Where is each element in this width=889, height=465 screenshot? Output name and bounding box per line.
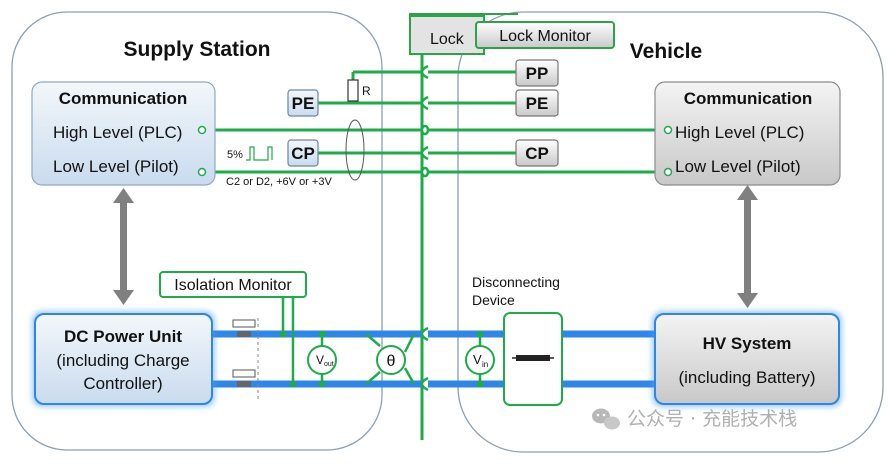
svg-text:CP: CP — [525, 144, 549, 163]
disconnecting-device-label-1: Disconnecting — [472, 274, 560, 290]
supply-station-outline — [11, 11, 383, 451]
resistor — [347, 79, 359, 102]
pwm-symbol — [246, 146, 273, 161]
station-communication-box — [31, 81, 216, 186]
station-high-level-label: High Level (PLC) — [53, 123, 182, 142]
dc-power-unit-label-2: (including Charge — [56, 351, 189, 370]
dc-power-unit-box — [34, 313, 213, 405]
svg-text:PE: PE — [526, 94, 549, 113]
v-in-subscript: in — [482, 360, 488, 369]
vehicle-low-level-label: Low Level (Pilot) — [675, 157, 801, 176]
lock-bracket — [409, 13, 518, 20]
power-lines — [205, 326, 660, 392]
v-out-subscript: out — [324, 361, 334, 368]
svg-text:PE: PE — [292, 94, 315, 113]
resistor-label: R — [362, 84, 371, 98]
dc-power-unit-label-1: DC Power Unit — [64, 327, 182, 346]
isolation-monitor-box — [159, 271, 307, 298]
station-low-level-label: Low Level (Pilot) — [53, 157, 179, 176]
supply-station-title: Supply Station — [124, 38, 271, 61]
station-contactors — [232, 318, 259, 400]
vehicle-communication-heading: Communication — [684, 89, 812, 108]
pin-cp-station: CP — [287, 139, 319, 167]
svg-text:PP: PP — [526, 64, 549, 83]
pin-cp-vehicle: CP — [515, 139, 559, 167]
lock-monitor-label: Lock Monitor — [499, 28, 591, 45]
isolation-monitor-label: Isolation Monitor — [174, 277, 292, 294]
hv-system-label-2: (including Battery) — [678, 368, 815, 387]
v-in-label: V — [473, 352, 482, 367]
vehicle-outline — [457, 11, 884, 453]
vehicle-communication-box — [654, 81, 841, 186]
vehicle-high-level-label: High Level (PLC) — [675, 123, 804, 142]
hv-system-label-1: HV System — [703, 334, 792, 353]
meter-v-in: V in — [465, 345, 495, 375]
meter-v-out: V out — [307, 345, 337, 375]
connector-contacts — [420, 64, 430, 178]
pwm-label: 5% — [227, 149, 243, 161]
comm-power-arrows — [113, 185, 758, 308]
vehicle-title: Vehicle — [630, 40, 702, 63]
junction-dots — [279, 330, 484, 388]
lock-label: Lock — [430, 31, 465, 48]
meter-theta: θ — [376, 345, 406, 375]
wechat-icon — [592, 408, 620, 430]
v-out-label: V — [316, 353, 324, 367]
svg-text:CP: CP — [291, 144, 315, 163]
watermark: 公众号 · 充能技术栈 — [592, 408, 797, 430]
cp-states-label: C2 or D2, +6V or +3V — [226, 176, 332, 188]
svg-text:公众号 · 充能技术栈: 公众号 · 充能技术栈 — [627, 408, 797, 430]
station-communication-heading: Communication — [59, 89, 187, 108]
pin-pe-station: PE — [287, 89, 319, 117]
cable-bundle — [345, 119, 365, 181]
signal-wiring — [121, 54, 670, 440]
dc-power-unit-label-3: Controller) — [83, 374, 162, 393]
pin-pp-vehicle: PP — [515, 59, 559, 87]
lock-monitor-box — [475, 21, 615, 49]
theta-label: θ — [387, 353, 396, 370]
pin-pe-vehicle: PE — [515, 89, 559, 117]
hv-system-box — [654, 313, 840, 405]
disconnecting-device-label-2: Device — [472, 292, 515, 308]
